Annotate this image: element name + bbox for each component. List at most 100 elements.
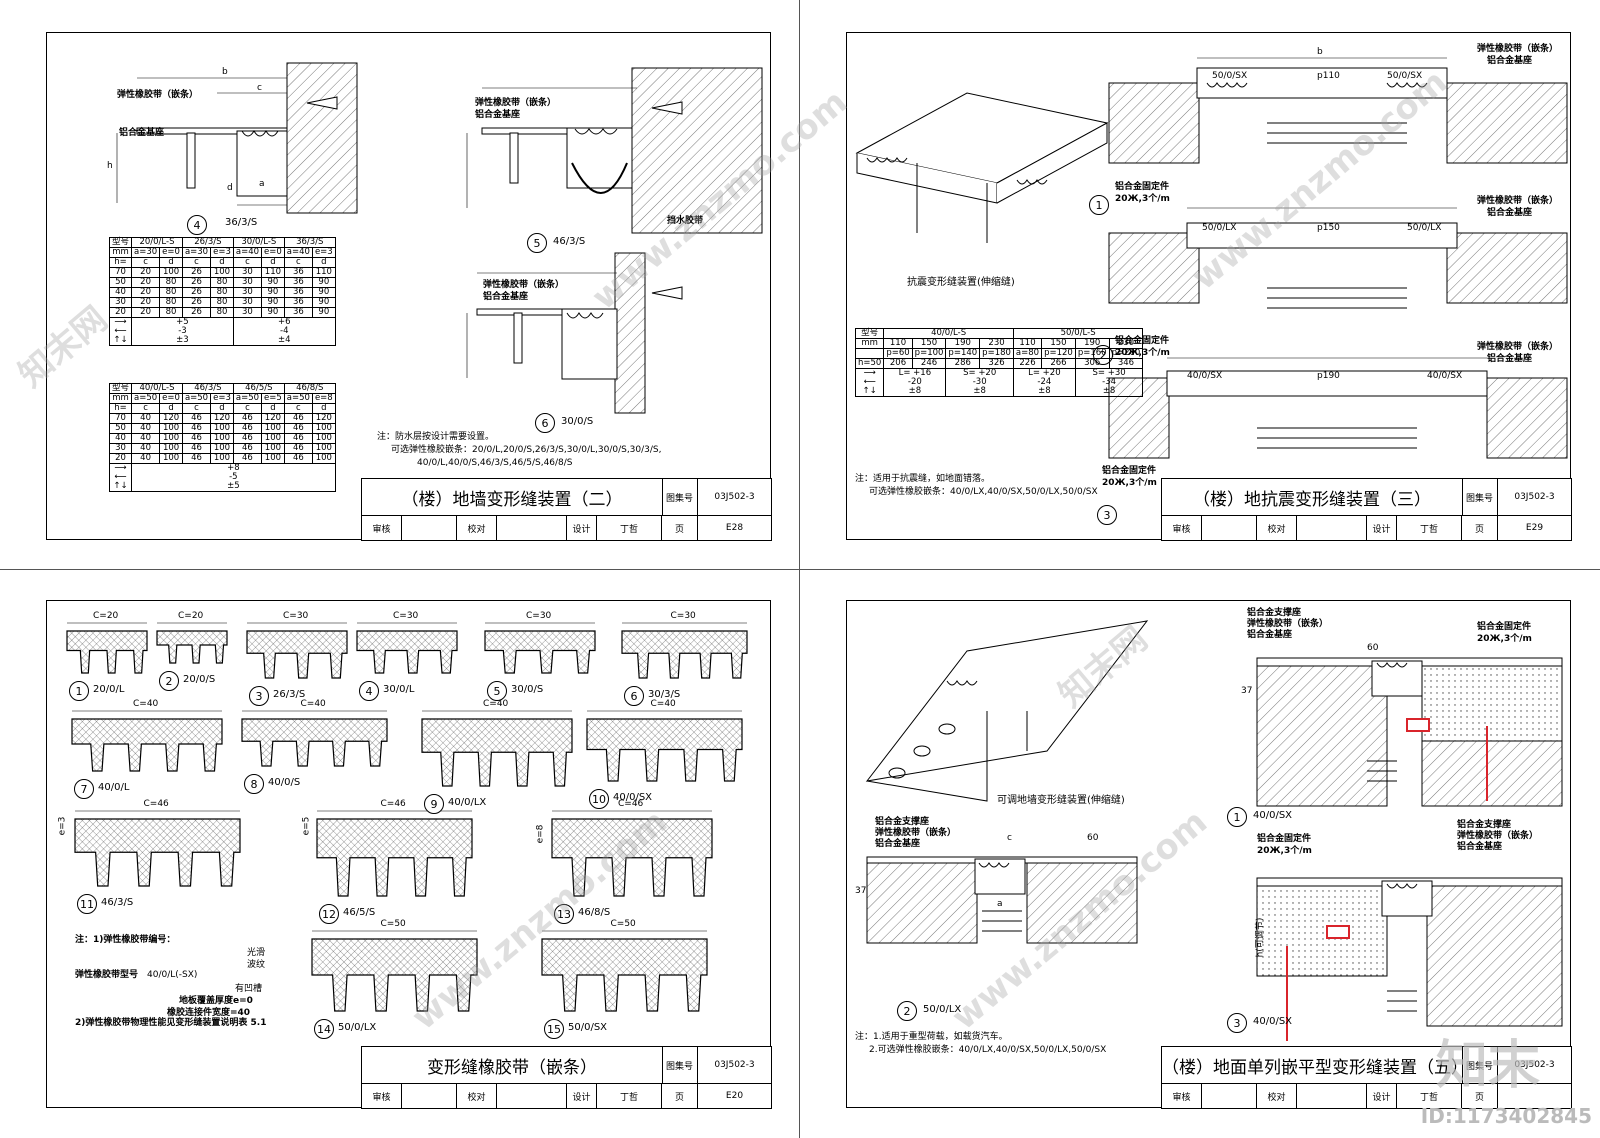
strip-14-shape	[311, 930, 478, 1012]
table-cell: 120	[159, 413, 183, 424]
table-cell: 30	[232, 277, 263, 288]
table-cell: e=0	[261, 247, 285, 258]
strip-4-shape	[356, 622, 458, 674]
note-smooth: 光滑	[247, 948, 266, 958]
table-cell: ⟶⟵↑↓	[108, 317, 133, 346]
table-row: mm 110 150 190 230 110 150 190 230	[854, 338, 1144, 349]
table-cell: 80	[159, 307, 183, 318]
table-row: mm a=50 e=0 a=50 e=3 a=50 e=5 a=50 e=8	[108, 393, 336, 404]
e30-page-value	[1498, 1083, 1571, 1108]
table-cell: L= +16-20±8	[883, 368, 947, 397]
table-cell: 90	[311, 297, 336, 308]
e29-d3-right: 40/0/SX	[1427, 371, 1463, 381]
strip-6-width-label: C=30	[670, 611, 696, 621]
table-cell: 26	[181, 307, 212, 318]
strip-8-name: 40/0/S	[268, 777, 301, 788]
table-cell: 46	[232, 443, 263, 454]
table-cell: 46/3/S	[181, 383, 234, 394]
table-row: ⟶⟵↑↓ +5-3±3 +6-4±4	[108, 317, 336, 346]
strip-12-name: 46/5/S	[343, 907, 376, 918]
table-cell: h=	[108, 257, 133, 268]
table-cell: 100	[159, 443, 183, 454]
strip-4-number: 4	[359, 681, 379, 701]
note-line: 注：防水层按设计需要设置。	[377, 432, 495, 442]
strip-1-name: 20/0/L	[93, 684, 125, 695]
table-cell: d	[210, 403, 234, 414]
table-cell: 40/0/L-S	[883, 328, 1014, 339]
table-cell: 230	[1108, 338, 1144, 349]
strip-5-name: 30/0/S	[511, 684, 544, 695]
note-line: 40/0/L,40/0/S,46/3/S,46/5/S,46/8/S	[417, 458, 573, 468]
strip-7-name: 40/0/L	[98, 782, 130, 793]
table-cell: 246	[911, 358, 947, 369]
table-cell: 120	[311, 413, 336, 424]
move-value: ±8	[1102, 386, 1116, 396]
move-value: +6	[278, 317, 291, 327]
table-cell: 100	[210, 433, 234, 444]
table-cell: mm	[854, 338, 885, 349]
e30-d2-dim-c: c	[1007, 833, 1012, 843]
strip-1-shape	[66, 622, 148, 674]
table-cell: 26/3/S	[181, 237, 234, 248]
table-cell: e=0	[159, 393, 183, 404]
table-cell: a=50	[131, 393, 161, 404]
table-cell: 90	[261, 307, 285, 318]
table-cell: 50	[108, 423, 133, 434]
table-cell: e=3	[210, 393, 234, 404]
table-cell: 40/0/L-S	[131, 383, 183, 394]
table-cell: 20	[131, 297, 161, 308]
table-cell: d	[261, 257, 285, 268]
e28-detail-5-number: 5	[527, 233, 547, 253]
e20-title: 变形缝橡胶带（嵌条）	[362, 1047, 663, 1083]
note-line: 2.可选弹性橡胶嵌条：40/0/LX,40/0/SX,50/0/LX,50/0/…	[869, 1045, 1107, 1055]
e28-d5-waterstop-callout: 挡水胶带	[667, 216, 704, 226]
e30-detail-1-number: 1	[1227, 807, 1247, 827]
table-cell: d	[210, 257, 234, 268]
table-cell: a=50	[232, 393, 263, 404]
table-cell: 190	[945, 338, 981, 349]
table-cell: 46	[232, 423, 263, 434]
strip-4-width-label: C=30	[393, 611, 419, 621]
strip-6-number: 6	[624, 686, 644, 706]
e29-d3-base: 铝合金基座	[1487, 354, 1533, 364]
table-cell: a=80	[1012, 348, 1043, 359]
table-cell: 100	[261, 423, 285, 434]
e29-shenhe-value	[1202, 515, 1257, 540]
e30-d2-dim60: 60	[1087, 833, 1099, 843]
table-cell: ⟶⟵↑↓	[108, 463, 133, 492]
table-cell: 40	[108, 433, 133, 444]
table-cell: 286	[945, 358, 981, 369]
strip-9-shape	[421, 710, 573, 787]
table-cell: 型号	[854, 328, 885, 339]
table-cell: 110	[311, 267, 336, 278]
e30-detail-2-drawing	[866, 856, 1138, 944]
table-cell: e=8	[311, 393, 336, 404]
e28-detail-4-name: 36/3/S	[225, 217, 258, 228]
e29-detail-3-number: 3	[1097, 505, 1117, 525]
e29-sheji: 设计	[1367, 515, 1397, 540]
table-cell: 26	[181, 277, 212, 288]
table-cell: 80	[159, 277, 183, 288]
table-cell: d	[311, 403, 336, 414]
move-value: -5	[229, 472, 238, 482]
s-label: S=	[1092, 368, 1106, 378]
strip-11-name: 46/3/S	[101, 897, 134, 908]
table-row: h= c d c d c d c d	[108, 403, 336, 414]
strip-10-shape	[586, 710, 743, 782]
table-cell: e=0	[159, 247, 183, 258]
table-row: 型号 40/0/L-S 50/0/L-S	[854, 328, 1144, 339]
e29-tuji-label: 图集号	[1462, 479, 1498, 515]
l-label: L=	[1028, 368, 1040, 378]
table-cell: a=50	[283, 393, 313, 404]
move-value: +16	[913, 368, 932, 378]
table-cell: 100	[261, 453, 285, 464]
e30-d2-support: 铝合金支撑座	[875, 817, 930, 827]
table-row: ⟶⟵↑↓ +8-5±5	[108, 463, 336, 492]
table-cell: 20	[131, 307, 161, 318]
table-cell: 50	[108, 277, 133, 288]
